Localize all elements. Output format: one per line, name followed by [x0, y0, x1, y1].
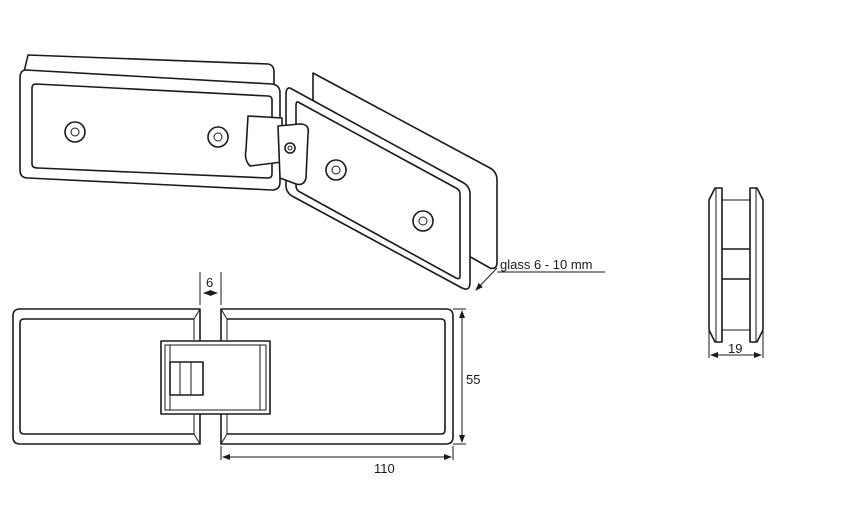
height-dimension: 55	[453, 308, 480, 445]
glass-thickness-label: glass 6 - 10 mm	[500, 257, 592, 272]
thickness-dimension-label: 19	[728, 341, 742, 356]
length-dimension: 110	[220, 446, 454, 476]
glass-leader-line	[475, 267, 498, 291]
top-view: 6 110 55	[12, 272, 480, 476]
screw-icon	[207, 126, 229, 148]
gap-dimension: 6	[199, 272, 222, 305]
hinge-knuckle	[244, 115, 310, 186]
hinge-body	[160, 340, 271, 415]
screw-icon	[412, 210, 434, 232]
height-dimension-label: 55	[466, 372, 480, 387]
side-view: 19	[708, 187, 764, 358]
screw-icon	[325, 159, 347, 181]
length-dimension-label: 110	[374, 461, 395, 476]
gap-dimension-label: 6	[206, 275, 213, 290]
isometric-view: glass 6 - 10 mm	[19, 54, 605, 291]
screw-icon	[64, 121, 86, 143]
right-clamp-plate	[285, 72, 498, 290]
left-clamp-plate	[19, 54, 281, 191]
